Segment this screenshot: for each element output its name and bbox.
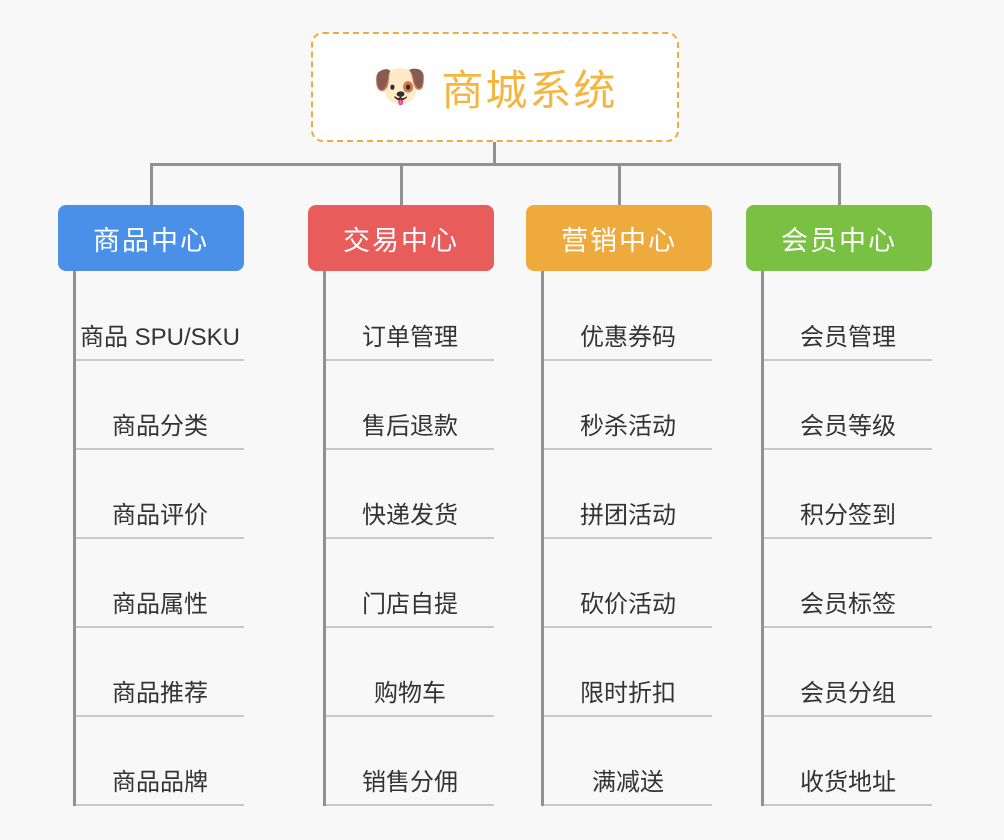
branch-column-marketing: 营销中心 优惠券码 秒杀活动 拼团活动 砍价活动 限时折扣 满减送 [526, 205, 712, 806]
branch-column-transaction: 交易中心 订单管理 售后退款 快递发货 门店自提 购物车 销售分佣 [308, 205, 494, 806]
leaf-label: 满减送 [592, 769, 664, 796]
branch-column-member: 会员中心 会员管理 会员等级 积分签到 会员标签 会员分组 收货地址 [746, 205, 932, 806]
list-item[interactable]: 积分签到 [764, 450, 932, 539]
category-label: 交易中心 [343, 225, 459, 256]
category-box-member[interactable]: 会员中心 [746, 205, 932, 271]
list-item[interactable]: 限时折扣 [544, 628, 712, 717]
leaf-list-member: 会员管理 会员等级 积分签到 会员标签 会员分组 收货地址 [761, 271, 932, 806]
list-item[interactable]: 商品评价 [76, 450, 244, 539]
list-item[interactable]: 购物车 [326, 628, 494, 717]
leaf-label: 会员标签 [800, 591, 896, 618]
page-title: 商城系统 [441, 66, 618, 114]
root-node[interactable]: 🐶 商城系统 [311, 32, 679, 142]
leaf-list-product: 商品 SPU/SKU 商品分类 商品评价 商品属性 商品推荐 商品品牌 [73, 271, 244, 806]
list-item[interactable]: 会员标签 [764, 539, 932, 628]
leaf-label: 快递发货 [362, 502, 458, 529]
leaf-label: 优惠券码 [580, 324, 676, 351]
branch-column-product: 商品中心 商品 SPU/SKU 商品分类 商品评价 商品属性 商品推荐 商品品牌 [58, 205, 244, 806]
list-item[interactable]: 秒杀活动 [544, 361, 712, 450]
list-item[interactable]: 商品属性 [76, 539, 244, 628]
leaf-label: 商品分类 [112, 413, 208, 440]
list-item[interactable]: 门店自提 [326, 539, 494, 628]
leaf-label: 订单管理 [362, 324, 458, 351]
list-item[interactable]: 会员管理 [764, 293, 932, 361]
list-item[interactable]: 会员分组 [764, 628, 932, 717]
category-box-transaction[interactable]: 交易中心 [308, 205, 494, 271]
connector-drop-0 [150, 163, 153, 208]
leaf-label: 拼团活动 [580, 502, 676, 529]
connector-drop-2 [618, 163, 621, 208]
list-item[interactable]: 满减送 [544, 717, 712, 806]
leaf-label: 门店自提 [362, 591, 458, 618]
leaf-label: 商品属性 [112, 591, 208, 618]
list-item[interactable]: 商品分类 [76, 361, 244, 450]
leaf-label: 售后退款 [362, 413, 458, 440]
leaf-label: 积分签到 [800, 502, 896, 529]
connector-horizontal-bus [150, 163, 841, 166]
leaf-label: 限时折扣 [580, 680, 676, 707]
leaf-label: 会员管理 [800, 324, 896, 351]
connector-drop-3 [838, 163, 841, 208]
list-item[interactable]: 售后退款 [326, 361, 494, 450]
leaf-label: 砍价活动 [580, 591, 676, 618]
list-item[interactable]: 会员等级 [764, 361, 932, 450]
leaf-label: 秒杀活动 [580, 413, 676, 440]
shiba-dog-face-icon: 🐶 [372, 62, 428, 111]
list-item[interactable]: 收货地址 [764, 717, 932, 806]
list-item[interactable]: 快递发货 [326, 450, 494, 539]
list-item[interactable]: 优惠券码 [544, 293, 712, 361]
leaf-label: 商品评价 [112, 502, 208, 529]
leaf-label: 商品推荐 [112, 680, 208, 707]
list-item[interactable]: 订单管理 [326, 293, 494, 361]
list-item[interactable]: 商品推荐 [76, 628, 244, 717]
leaf-label: 购物车 [374, 680, 446, 707]
list-item[interactable]: 拼团活动 [544, 450, 712, 539]
list-item[interactable]: 砍价活动 [544, 539, 712, 628]
connector-root-stub [493, 142, 496, 166]
list-item[interactable]: 销售分佣 [326, 717, 494, 806]
leaf-label: 会员分组 [800, 680, 896, 707]
leaf-list-transaction: 订单管理 售后退款 快递发货 门店自提 购物车 销售分佣 [323, 271, 494, 806]
leaf-label: 收货地址 [800, 769, 896, 796]
leaf-list-marketing: 优惠券码 秒杀活动 拼团活动 砍价活动 限时折扣 满减送 [541, 271, 712, 806]
list-item[interactable]: 商品 SPU/SKU [76, 293, 244, 361]
category-label: 商品中心 [93, 225, 209, 256]
leaf-label: 销售分佣 [362, 769, 458, 796]
category-box-marketing[interactable]: 营销中心 [526, 205, 712, 271]
leaf-label: 商品品牌 [112, 769, 208, 796]
category-box-product[interactable]: 商品中心 [58, 205, 244, 271]
list-item[interactable]: 商品品牌 [76, 717, 244, 806]
category-label: 营销中心 [561, 225, 677, 256]
leaf-label: 商品 SPU/SKU [79, 324, 241, 351]
connector-drop-1 [400, 163, 403, 208]
leaf-label: 会员等级 [800, 413, 896, 440]
category-label: 会员中心 [781, 225, 897, 256]
